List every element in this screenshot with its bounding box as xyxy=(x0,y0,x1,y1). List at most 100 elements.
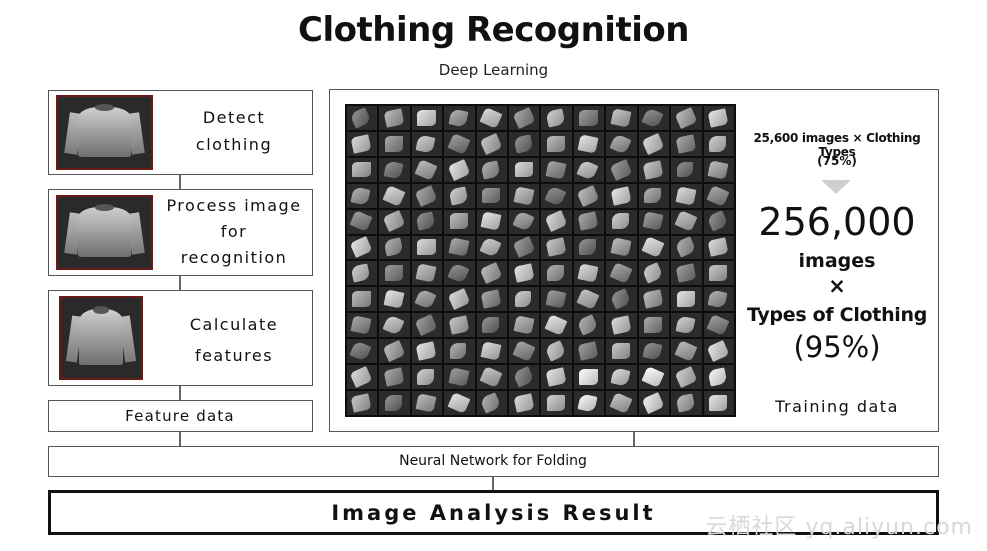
training-thumbnail xyxy=(703,131,734,156)
training-thumbnail xyxy=(347,365,378,390)
connector-line xyxy=(492,477,494,490)
training-thumbnail xyxy=(509,209,540,234)
training-images-label: images xyxy=(798,250,876,272)
training-count-big: 256,000 xyxy=(758,200,916,244)
training-thumbnail xyxy=(444,339,475,364)
training-thumbnail xyxy=(347,131,378,156)
training-thumbnail xyxy=(606,365,637,390)
training-thumbnail xyxy=(444,391,475,415)
training-thumbnail xyxy=(476,131,508,156)
training-thumbnail xyxy=(444,131,475,156)
training-thumbnail xyxy=(703,261,734,286)
step-label-process: Process image for recognition xyxy=(166,196,302,267)
training-thumbnail xyxy=(411,106,443,130)
training-thumbnail xyxy=(347,261,378,286)
connector-line xyxy=(179,386,181,400)
training-thumbnail xyxy=(411,209,443,234)
training-thumbnail xyxy=(476,235,508,260)
training-thumbnail xyxy=(347,209,378,234)
training-thumbnail xyxy=(573,157,605,182)
training-thumbnail xyxy=(411,235,443,260)
training-thumbnail xyxy=(347,313,378,338)
training-thumbnail xyxy=(411,313,443,338)
neural-network-label: Neural Network for Folding xyxy=(399,453,587,469)
training-thumbnail xyxy=(671,209,702,234)
training-thumbnail xyxy=(347,287,378,312)
training-thumbnail xyxy=(573,261,605,286)
training-thumbnail xyxy=(411,365,443,390)
training-thumbnail xyxy=(476,261,508,286)
training-thumbnail xyxy=(379,365,410,390)
training-thumbnail xyxy=(347,106,378,130)
training-thumbnail xyxy=(606,209,637,234)
training-thumbnail xyxy=(671,313,702,338)
training-thumbnail xyxy=(573,209,605,234)
training-thumbnail xyxy=(541,235,572,260)
training-thumbnail xyxy=(573,183,605,208)
training-thumbnail xyxy=(509,183,540,208)
training-thumbnail xyxy=(509,287,540,312)
training-thumbnail xyxy=(509,313,540,338)
training-thumbnail xyxy=(541,339,572,364)
training-thumbnail xyxy=(476,157,508,182)
connector-line xyxy=(179,432,181,446)
training-thumbnail xyxy=(541,183,572,208)
training-thumbnail xyxy=(411,391,443,415)
training-thumbnail xyxy=(411,131,443,156)
training-percent-big: (95%) xyxy=(793,330,881,364)
training-thumbnail xyxy=(638,391,670,415)
training-thumbnail xyxy=(606,287,637,312)
training-thumbnail xyxy=(703,209,734,234)
training-thumbnail xyxy=(444,365,475,390)
training-thumbnail xyxy=(509,339,540,364)
step-calculate-features: Calculate features xyxy=(48,290,313,386)
training-thumbnail xyxy=(379,287,410,312)
training-thumbnail xyxy=(509,261,540,286)
training-thumbnail xyxy=(541,261,572,286)
training-thumbnail xyxy=(411,339,443,364)
image-analysis-result-label: Image Analysis Result xyxy=(331,501,656,525)
training-thumbnail xyxy=(541,391,572,415)
training-thumbnail xyxy=(379,157,410,182)
training-thumbnail xyxy=(541,209,572,234)
training-thumbnail xyxy=(606,131,637,156)
training-thumbnail xyxy=(638,261,670,286)
step-label-detect: Detect clothing xyxy=(195,108,273,154)
training-thumbnail xyxy=(379,209,410,234)
training-thumbnail xyxy=(476,183,508,208)
training-thumbnail xyxy=(476,365,508,390)
training-thumbnail xyxy=(411,287,443,312)
training-thumbnail xyxy=(671,287,702,312)
training-image-grid xyxy=(345,104,736,417)
training-thumbnail xyxy=(638,131,670,156)
training-thumbnail xyxy=(573,313,605,338)
training-thumbnail xyxy=(444,157,475,182)
training-thumbnail xyxy=(444,261,475,286)
training-thumbnail xyxy=(671,391,702,415)
training-thumbnail xyxy=(476,313,508,338)
training-thumbnail xyxy=(541,287,572,312)
training-thumbnail xyxy=(476,391,508,415)
connector-line xyxy=(633,432,635,446)
training-thumbnail xyxy=(444,209,475,234)
training-thumbnail xyxy=(379,131,410,156)
training-thumbnail xyxy=(606,339,637,364)
neural-network-box: Neural Network for Folding xyxy=(48,446,939,477)
training-thumbnail xyxy=(606,261,637,286)
training-thumbnail xyxy=(509,106,540,130)
training-thumbnail xyxy=(638,209,670,234)
training-thumbnail xyxy=(638,157,670,182)
training-thumbnail xyxy=(476,209,508,234)
training-thumbnail xyxy=(347,157,378,182)
training-thumbnail xyxy=(541,313,572,338)
training-thumbnail xyxy=(476,339,508,364)
training-thumbnail xyxy=(573,365,605,390)
training-thumbnail xyxy=(703,391,734,415)
training-thumbnail xyxy=(606,106,637,130)
training-thumbnail xyxy=(671,235,702,260)
training-thumbnail xyxy=(671,131,702,156)
training-thumbnail xyxy=(573,235,605,260)
training-thumbnail xyxy=(703,157,734,182)
training-thumbnail xyxy=(638,287,670,312)
training-thumbnail xyxy=(541,106,572,130)
